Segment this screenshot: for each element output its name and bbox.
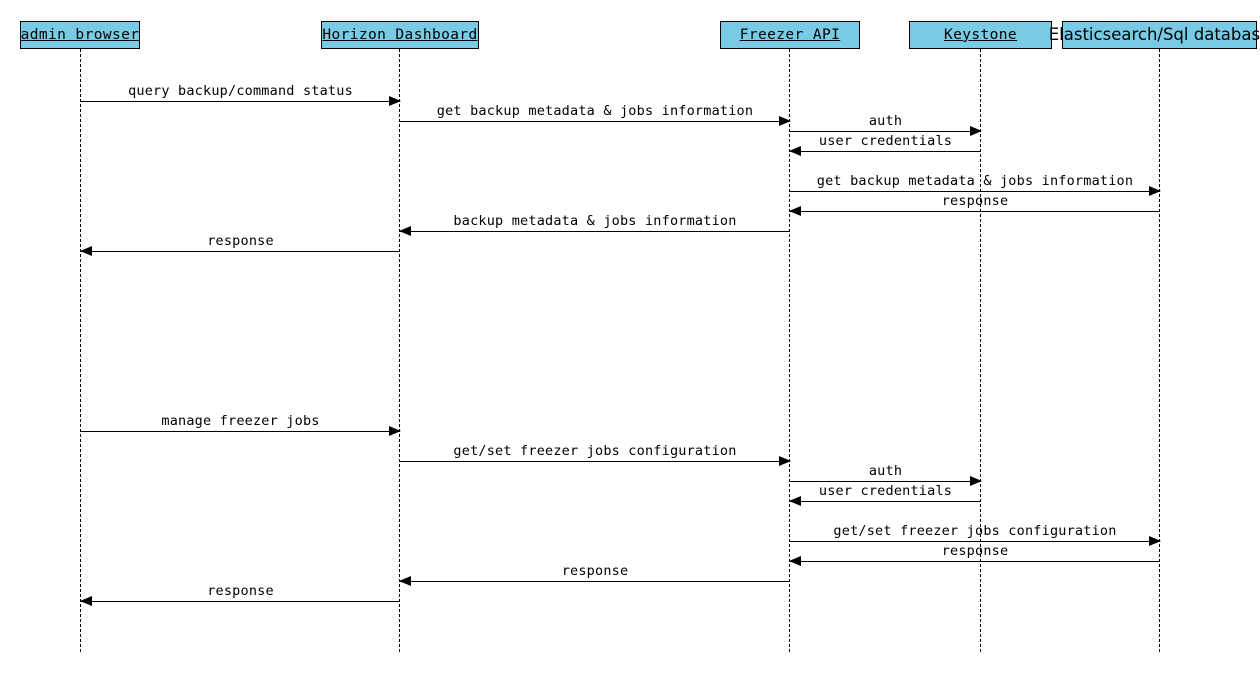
arrowhead-icon <box>1149 185 1161 196</box>
message-line <box>81 431 400 432</box>
arrowhead-icon <box>389 425 401 436</box>
lifeline-db <box>1159 49 1161 652</box>
arrowhead-icon <box>1149 535 1161 546</box>
message-label: response <box>941 192 1009 209</box>
message-label: get backup metadata & jobs information <box>436 102 754 119</box>
arrowhead-icon <box>789 145 801 156</box>
message-line <box>400 121 790 122</box>
message-label: query backup/command status <box>128 82 353 99</box>
message-line <box>81 251 400 252</box>
message-label: get backup metadata & jobs information <box>816 172 1134 189</box>
message-label: user credentials <box>818 132 953 149</box>
message-label: backup metadata & jobs information <box>453 212 737 229</box>
lifeline-keystone <box>980 49 982 652</box>
message-label: response <box>207 582 274 599</box>
message-line <box>790 541 1160 542</box>
message-label: manage freezer jobs <box>161 412 320 429</box>
arrowhead-icon <box>399 575 411 586</box>
message-label: auth <box>868 462 903 479</box>
message-label: user credentials <box>818 482 953 499</box>
lifeline-admin <box>80 49 82 652</box>
arrowhead-icon <box>789 555 801 566</box>
message-line <box>790 501 981 502</box>
message-line <box>790 561 1160 562</box>
participant-freezer[interactable]: Freezer API <box>720 21 860 49</box>
participant-label: Keystone <box>943 26 1018 43</box>
message-label: response <box>561 562 629 579</box>
message-line <box>81 101 400 102</box>
message-line <box>400 581 790 582</box>
participant-keystone[interactable]: Keystone <box>909 21 1052 49</box>
arrowhead-icon <box>970 475 982 486</box>
participant-label: admin browser <box>20 26 140 43</box>
participant-label: Horizon Dashboard <box>322 26 478 43</box>
message-line <box>400 461 790 462</box>
arrowhead-icon <box>789 205 801 216</box>
arrowhead-icon <box>779 115 791 126</box>
message-line <box>790 481 981 482</box>
arrowhead-icon <box>80 245 92 256</box>
message-line <box>400 231 790 232</box>
message-line <box>790 151 981 152</box>
lifeline-freezer <box>789 49 791 652</box>
lifeline-horizon <box>399 49 401 652</box>
message-label: get/set freezer jobs configuration <box>453 442 737 459</box>
message-line <box>790 191 1160 192</box>
message-label: get/set freezer jobs configuration <box>833 522 1117 539</box>
participant-db[interactable]: Elasticsearch/Sql database <box>1049 21 1260 49</box>
message-label: auth <box>868 112 903 129</box>
participant-admin[interactable]: admin browser <box>20 21 140 49</box>
arrowhead-icon <box>779 455 791 466</box>
message-line <box>81 601 400 602</box>
message-line <box>790 211 1160 212</box>
participant-label: Freezer API <box>739 26 841 43</box>
arrowhead-icon <box>80 595 92 606</box>
message-line <box>790 131 981 132</box>
participant-horizon[interactable]: Horizon Dashboard <box>321 21 479 49</box>
arrowhead-icon <box>970 125 982 136</box>
arrowhead-icon <box>789 495 801 506</box>
arrowhead-icon <box>399 225 411 236</box>
participant-label: Elasticsearch/Sql database <box>1048 24 1260 44</box>
arrowhead-icon <box>389 95 401 106</box>
message-label: response <box>941 542 1009 559</box>
message-label: response <box>207 232 274 249</box>
